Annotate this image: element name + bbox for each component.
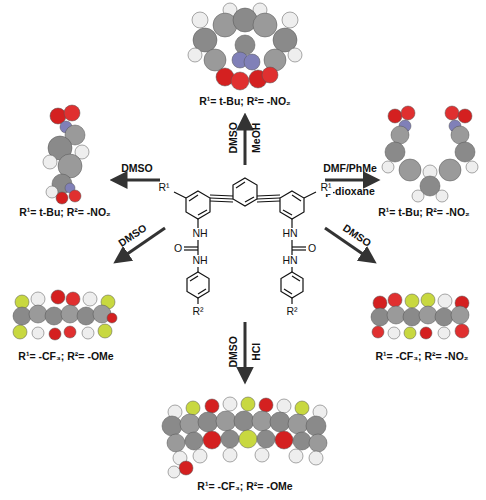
atom-label: HN <box>281 255 298 267</box>
substituent-caption: R¹= t-Bu; R²= -NO₂ <box>199 96 291 108</box>
solvent-label: DMSO <box>228 122 240 154</box>
atom-label: R² <box>191 306 204 318</box>
atom-label: R¹ <box>319 182 332 194</box>
atom-label: R¹ <box>157 182 170 194</box>
substituent-caption: R¹= t-Bu; R²= -NO₂ <box>19 207 111 219</box>
atom-label: R² <box>285 306 298 318</box>
solvent-label: HCl <box>251 343 263 361</box>
atom-label: NH <box>191 255 208 267</box>
substituent-caption: R¹= -CF₃; R²= -NO₂ <box>376 351 469 363</box>
solvent-label: DMSO <box>117 222 150 249</box>
substituent-caption: R¹= t-Bu; R²= -NO₂ <box>378 207 470 219</box>
atom-label: HN <box>281 228 298 240</box>
solvent-label: p-dioxane <box>325 186 375 198</box>
atom-label: O <box>307 243 317 255</box>
atom-label: NH <box>191 228 208 240</box>
solvent-label: DMSO <box>228 336 240 368</box>
space-filling-model <box>371 293 469 339</box>
space-filling-model <box>13 290 117 340</box>
solvent-label: DMSO <box>341 222 374 249</box>
space-filling-model <box>162 397 327 478</box>
space-filling-model <box>188 3 302 90</box>
substituent-caption: R¹= -CF₃; R²= -OMe <box>18 351 113 363</box>
atom-label: O <box>173 243 183 255</box>
solvent-label: MeOH <box>251 123 263 153</box>
space-filling-model <box>43 105 89 204</box>
solvent-label: DMF/PhMe <box>323 163 377 175</box>
reaction-arrows <box>114 117 376 380</box>
solvent-label: DMSO <box>121 163 153 175</box>
chemical-structure <box>174 178 316 304</box>
space-filling-model <box>382 106 478 202</box>
substituent-caption: R¹= -CF₃; R²= -OMe <box>197 481 292 493</box>
